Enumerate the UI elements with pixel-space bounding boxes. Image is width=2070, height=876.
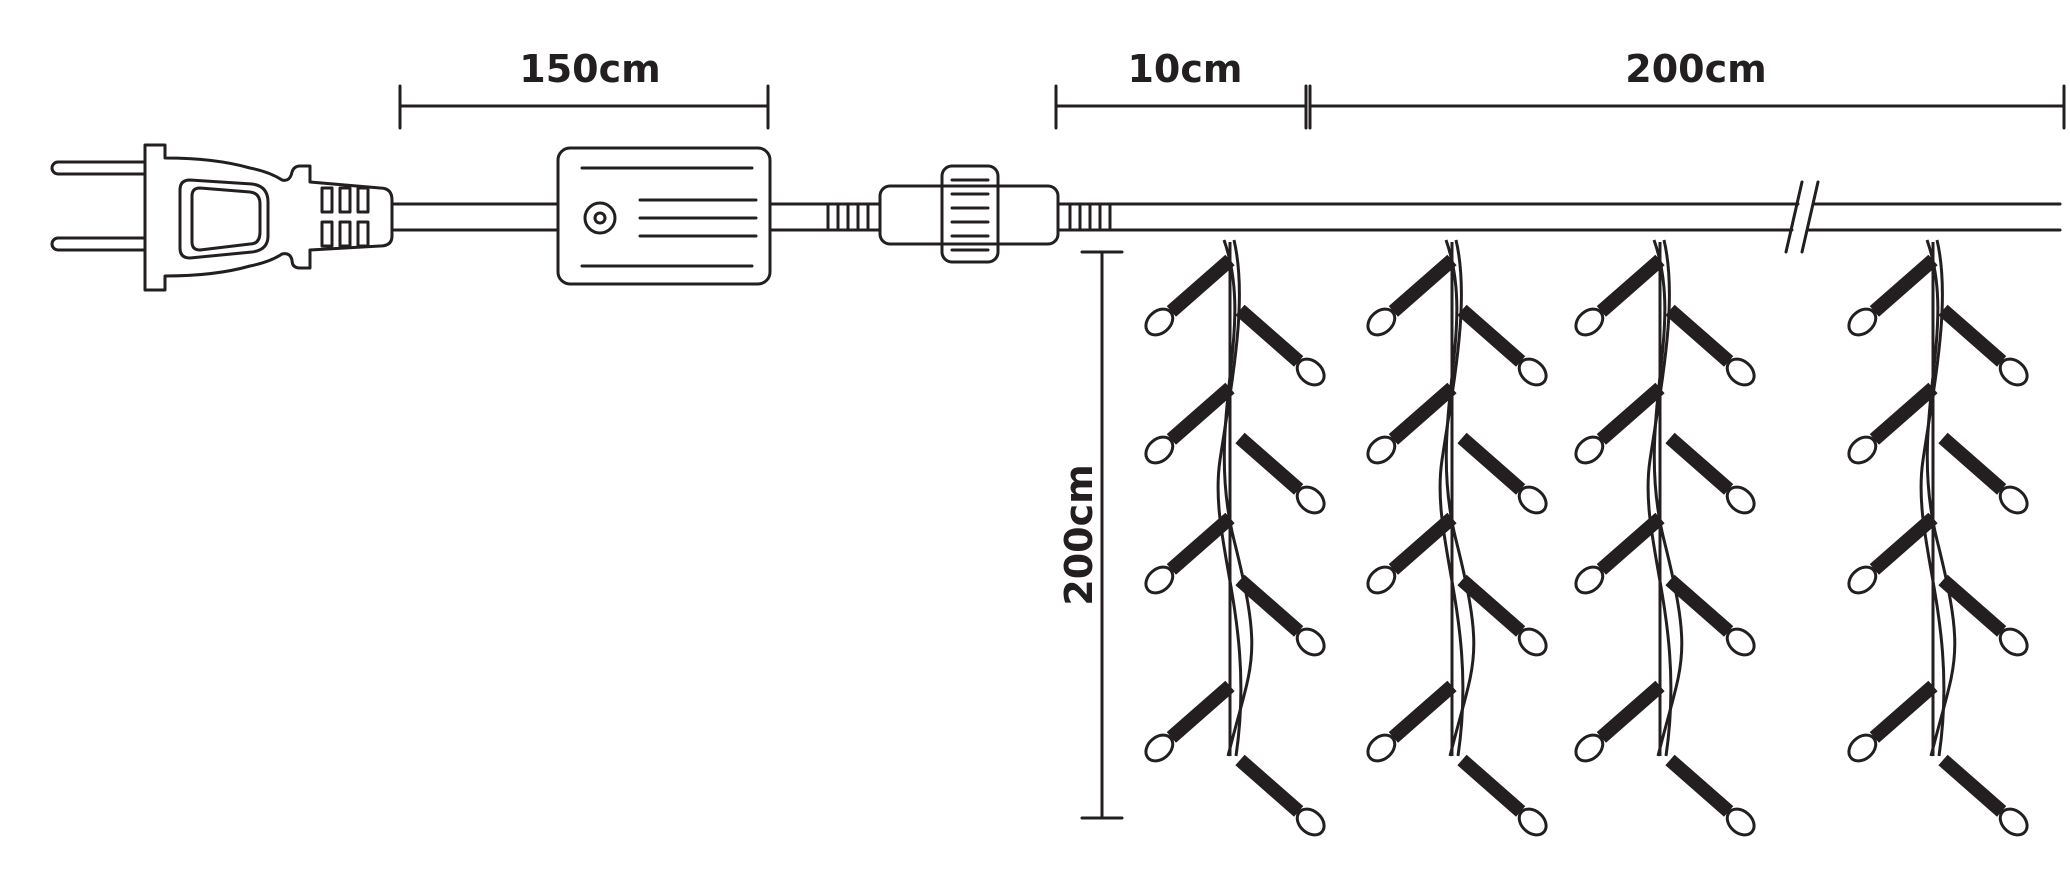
led-bulb-icon — [1665, 432, 1756, 515]
led-bulb-icon — [1235, 304, 1326, 387]
led-bulb-icon — [1847, 382, 1938, 465]
lead-cable — [392, 202, 558, 232]
led-bulb-icon — [1574, 680, 1665, 763]
main-cable — [1056, 202, 2062, 232]
icicle-drops — [1144, 239, 2029, 837]
led-bulb-icon — [1144, 512, 1235, 595]
led-bulb-icon — [1938, 574, 2029, 657]
controller-box-icon — [556, 146, 772, 286]
dimension-10cm: 10cm — [1054, 47, 1308, 130]
led-bulb-icon — [1574, 254, 1665, 337]
led-bulb-icon — [1235, 574, 1326, 657]
controller-cable — [768, 202, 882, 232]
dimension-200cm-height: 200cm — [1057, 250, 1124, 820]
led-bulb-icon — [1938, 304, 2029, 387]
led-bulb-icon — [1144, 382, 1235, 465]
led-bulb-icon — [1457, 304, 1548, 387]
dimension-label-10cm: 10cm — [1127, 47, 1242, 91]
drop-3 — [1574, 239, 1756, 837]
led-bulb-icon — [1235, 432, 1326, 515]
led-bulb-icon — [1366, 382, 1457, 465]
dimension-150cm: 150cm — [398, 47, 770, 130]
led-bulb-icon — [1665, 304, 1756, 387]
connector-icon — [878, 164, 1060, 264]
led-bulb-icon — [1665, 754, 1756, 837]
led-bulb-icon — [1847, 254, 1938, 337]
dimension-label-200cm-width: 200cm — [1625, 47, 1766, 91]
led-bulb-icon — [1366, 254, 1457, 337]
led-bulb-icon — [1665, 574, 1756, 657]
dimension-label-150cm: 150cm — [519, 47, 660, 91]
led-bulb-icon — [1144, 680, 1235, 763]
led-bulb-icon — [1457, 754, 1548, 837]
led-bulb-icon — [1366, 512, 1457, 595]
plug-icon — [50, 143, 394, 292]
led-bulb-icon — [1574, 512, 1665, 595]
cable-break-mark — [1784, 180, 1820, 254]
led-bulb-icon — [1366, 680, 1457, 763]
led-bulb-icon — [1847, 512, 1938, 595]
dimension-200cm-width: 200cm — [1308, 47, 2066, 130]
led-bulb-icon — [1235, 754, 1326, 837]
drop-4 — [1847, 239, 2029, 837]
led-bulb-icon — [1144, 254, 1235, 337]
drop-1 — [1144, 239, 1326, 837]
led-bulb-icon — [1574, 382, 1665, 465]
dimension-label-200cm-height: 200cm — [1057, 464, 1101, 605]
drop-2 — [1366, 239, 1548, 837]
led-bulb-icon — [1457, 432, 1548, 515]
led-bulb-icon — [1847, 680, 1938, 763]
led-bulb-icon — [1938, 754, 2029, 837]
led-bulb-icon — [1457, 574, 1548, 657]
led-bulb-icon — [1938, 432, 2029, 515]
